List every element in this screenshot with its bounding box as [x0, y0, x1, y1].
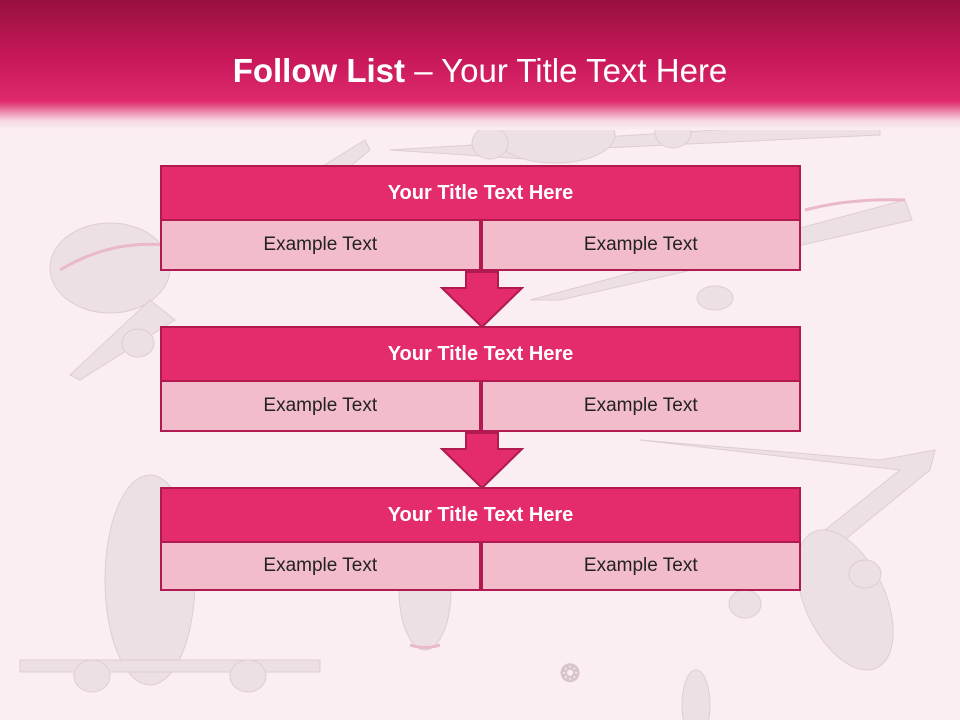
slide-title: Follow List – Your Title Text Here	[0, 52, 960, 90]
slide-title-bold: Follow List	[232, 52, 406, 89]
step-cell-left: Example Text	[160, 221, 481, 271]
step-cell-right: Example Text	[480, 543, 801, 591]
watermark-logo: ❂	[559, 658, 581, 685]
step-block-1: Your Title Text Here Example Text Exampl…	[160, 165, 801, 271]
down-arrow-icon	[440, 432, 524, 490]
step-cell-left: Example Text	[160, 382, 481, 432]
step-cell-right: Example Text	[480, 221, 801, 271]
step-row: Example Text Example Text	[160, 543, 801, 591]
step-row: Example Text Example Text	[160, 221, 801, 271]
header-bar	[0, 0, 960, 130]
step-title: Your Title Text Here	[160, 487, 801, 543]
step-title: Your Title Text Here	[160, 165, 801, 221]
step-cell-left: Example Text	[160, 543, 481, 591]
slide-title-rest: – Your Title Text Here	[405, 52, 728, 89]
step-block-2: Your Title Text Here Example Text Exampl…	[160, 326, 801, 432]
step-cell-right: Example Text	[480, 382, 801, 432]
step-block-3: Your Title Text Here Example Text Exampl…	[160, 487, 801, 591]
step-row: Example Text Example Text	[160, 382, 801, 432]
down-arrow-icon	[440, 271, 524, 329]
step-title: Your Title Text Here	[160, 326, 801, 382]
